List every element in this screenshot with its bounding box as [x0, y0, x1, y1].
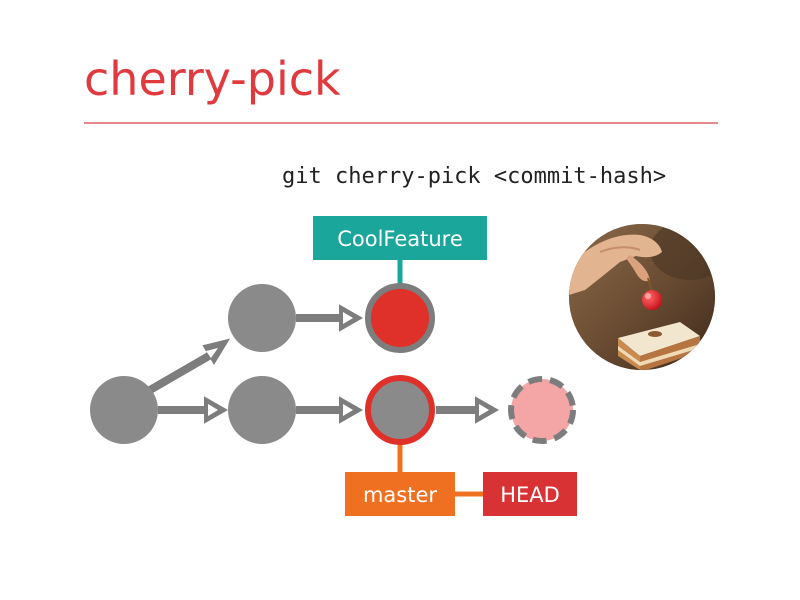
git-command: git cherry-pick <commit-hash>	[282, 164, 667, 189]
commit-branch-base	[228, 284, 296, 352]
commit-root	[90, 376, 158, 444]
arrow-branch-to-picked	[296, 304, 364, 332]
coolfeature-label: CoolFeature	[313, 216, 487, 260]
arrow-root-to-main	[158, 396, 229, 424]
arrow-master-to-new	[436, 396, 500, 424]
master-label-text: master	[363, 483, 437, 507]
arrow-root-to-branch	[147, 338, 231, 394]
master-label: master	[345, 472, 455, 516]
slide-title: cherry-pick	[84, 52, 341, 106]
master-label-box	[345, 472, 455, 516]
head-label: HEAD	[483, 472, 577, 516]
head-label-box	[483, 472, 577, 516]
commit-master	[365, 375, 435, 445]
commit-arrows	[147, 304, 500, 424]
cherry-on-cake-photo-icon	[569, 224, 715, 370]
title-divider	[84, 122, 718, 124]
commit-cherry-picked	[365, 283, 435, 353]
commit-new-pending	[508, 376, 576, 444]
arrow-main-to-master	[296, 396, 364, 424]
commit-main-parent	[228, 376, 296, 444]
coolfeature-label-text: CoolFeature	[337, 227, 463, 251]
coolfeature-label-box	[313, 216, 487, 260]
head-label-text: HEAD	[500, 483, 560, 507]
commit-nodes	[90, 283, 576, 445]
